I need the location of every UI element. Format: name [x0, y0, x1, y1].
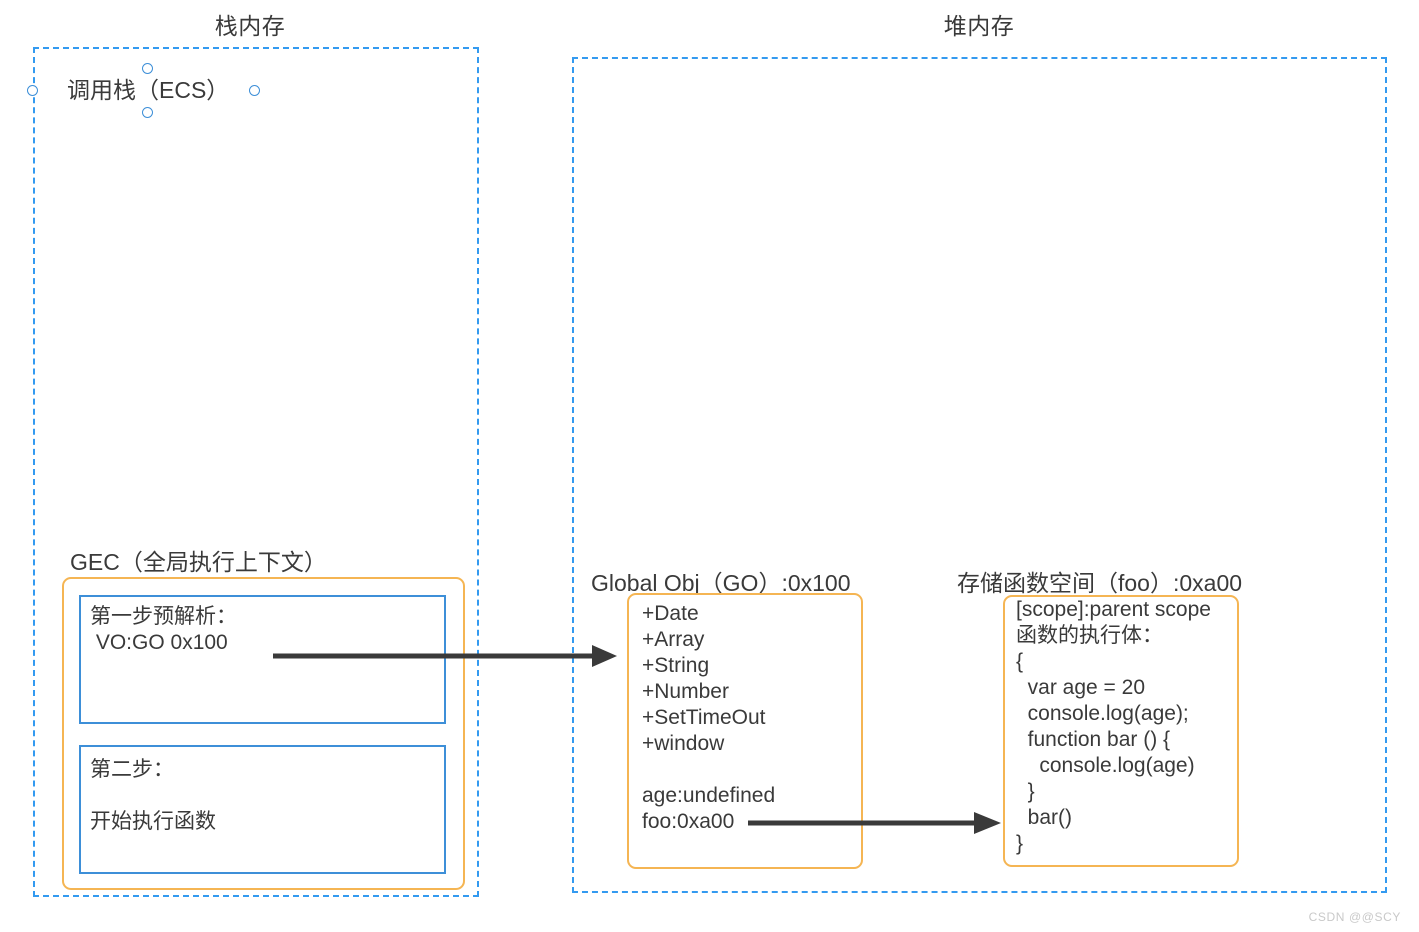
resize-handle-bottom-icon[interactable]: [142, 107, 153, 118]
arrow-foo-to-function-space-icon: [748, 812, 1001, 834]
arrow-vo-to-global-obj-icon: [273, 645, 617, 667]
step1-text: 第一步预解析： VO:GO 0x100: [90, 605, 237, 654]
resize-handle-top-icon[interactable]: [142, 63, 153, 74]
global-obj-label: Global Obj（GO）:0x100: [591, 570, 851, 596]
gec-label: GEC（全局执行上下文）: [70, 549, 327, 575]
heap-memory-title: 堆内存: [943, 13, 1015, 39]
call-stack-label-selection[interactable]: 调用栈（ECS）: [27, 63, 273, 118]
heap-memory-region[interactable]: [572, 57, 1387, 893]
stack-memory-title: 栈内存: [214, 13, 286, 39]
step2-box[interactable]: [79, 745, 446, 874]
function-space-label: 存储函数空间（foo）:0xa00: [957, 570, 1243, 596]
function-space-box[interactable]: [1003, 595, 1239, 867]
resize-handle-left-icon[interactable]: [27, 85, 38, 96]
stack-memory-region[interactable]: [33, 47, 479, 897]
step1-box[interactable]: [79, 595, 446, 724]
watermark: CSDN @@SCY: [1308, 910, 1401, 924]
global-obj-body: +Date +Array +String +Number +SetTimeOut…: [642, 602, 776, 833]
call-stack-label[interactable]: 调用栈（ECS）: [67, 77, 230, 103]
resize-handle-right-icon[interactable]: [249, 85, 260, 96]
function-space-body: [scope]:parent scope 函数的执行体： { var age =…: [1016, 598, 1211, 855]
step2-text: 第二步： 开始执行函数: [90, 758, 216, 833]
